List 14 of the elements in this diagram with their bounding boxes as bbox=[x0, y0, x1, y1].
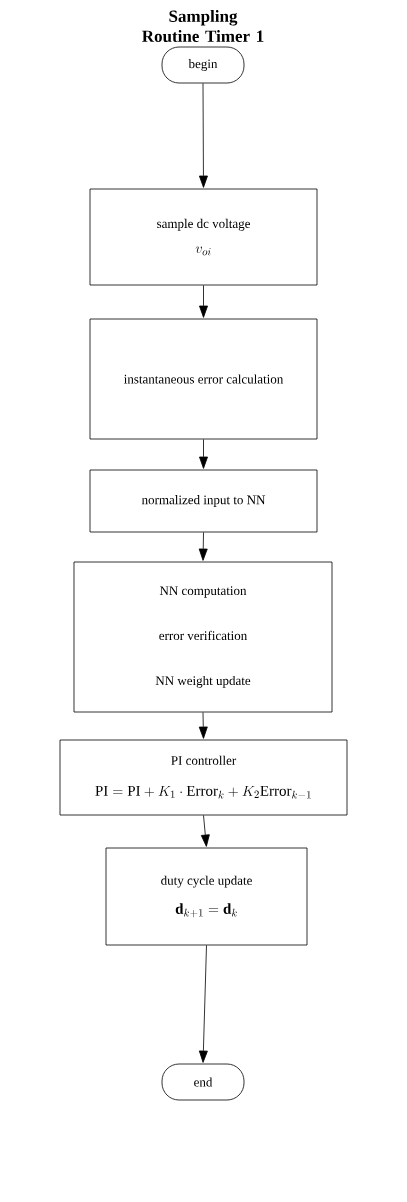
arrow bbox=[199, 285, 208, 318]
arrow bbox=[198, 712, 208, 739]
title: Sampling Routine Timer 1 bbox=[142, 10, 264, 42]
process-box: NN computation error verification NN weight update bbox=[73, 561, 333, 713]
process-box: sample dc voltage $v_{oi}$ bbox=[89, 188, 318, 286]
process-box: PI controller $\mathrm{PI} = \mathrm{PI} + K_{1}\cdot \mathrm{Error}_{k} + K_{2}\mathrm{Error}_{k-1}$ bbox=[59, 739, 348, 816]
arrow bbox=[199, 439, 208, 469]
process-box: duty cycle update $\mathbf{d}_{k+1} = \mathbf{d}_{k}$ bbox=[105, 847, 308, 946]
arrow bbox=[198, 532, 208, 561]
arrow bbox=[198, 945, 208, 1063]
process-box: normalized input to NN bbox=[89, 469, 318, 533]
arrow bbox=[199, 83, 208, 188]
process-box: instantaneous error calculation bbox=[89, 318, 318, 440]
arrow bbox=[200, 815, 210, 847]
